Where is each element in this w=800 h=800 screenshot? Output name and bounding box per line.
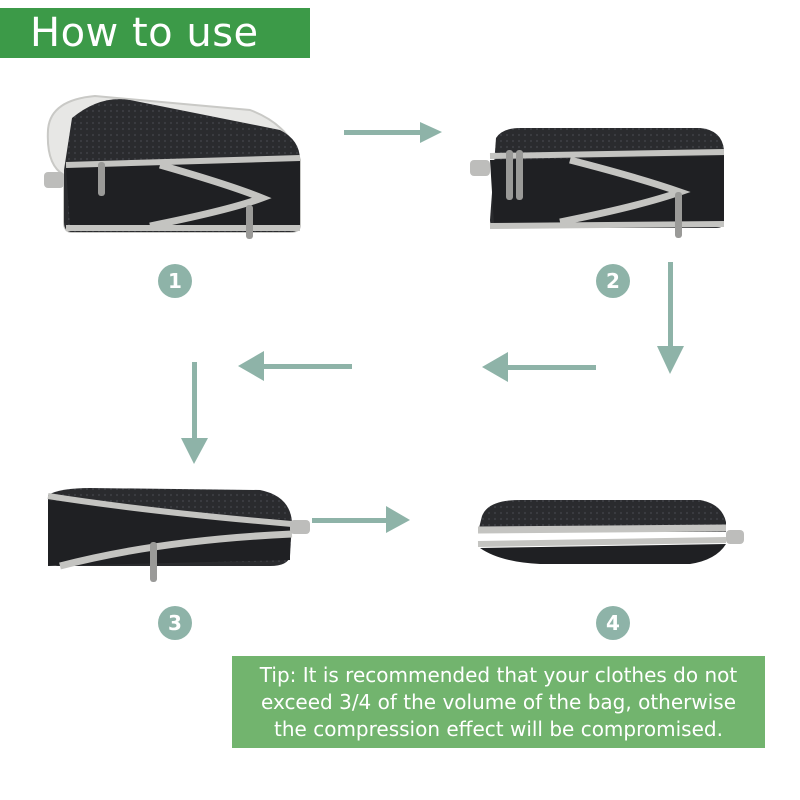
bag-step-1-illustration	[44, 94, 301, 239]
arrow-right-icon	[344, 122, 442, 143]
arrow-down-icon	[181, 362, 208, 464]
page-title: How to use	[0, 8, 310, 58]
step-4-badge: 4	[596, 606, 630, 640]
zipper-pull-icon	[98, 162, 105, 196]
zipper-pull-icon	[246, 205, 253, 239]
zipper-pull-icon	[516, 150, 523, 200]
arrow-right-icon	[312, 506, 410, 533]
step-1-badge: 1	[158, 264, 192, 298]
bag-step-2-illustration	[470, 128, 725, 238]
arrow-left-icon	[482, 352, 596, 382]
flow-arrows	[181, 122, 684, 533]
bag-step-3-illustration	[47, 488, 310, 582]
zipper-pull-icon	[675, 192, 682, 238]
tip-box: Tip: It is recommended that your clothes…	[232, 656, 765, 748]
step-3-badge: 3	[158, 606, 192, 640]
bag-step-4-illustration	[477, 500, 744, 564]
arrow-left-icon	[238, 351, 352, 381]
step-2-badge: 2	[596, 264, 630, 298]
arrow-down-icon	[657, 262, 684, 374]
zipper-pull-icon	[150, 542, 157, 582]
zipper-pull-icon	[506, 150, 513, 200]
